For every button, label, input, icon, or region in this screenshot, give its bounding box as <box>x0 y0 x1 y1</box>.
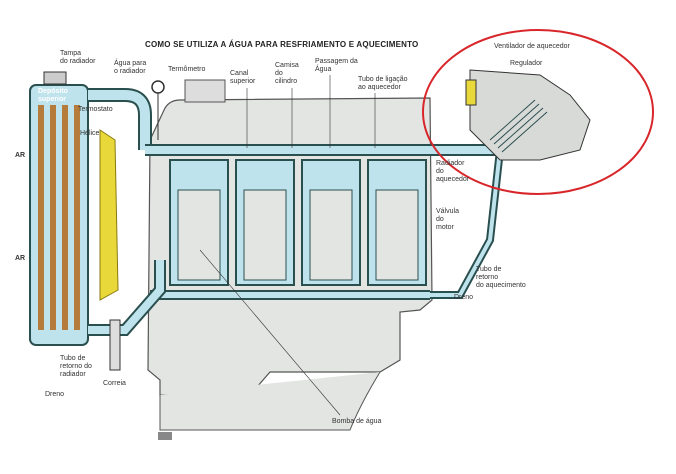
label-radiador-aquecedor: Radiador do aquecedor <box>436 160 470 183</box>
fan <box>99 129 119 301</box>
label-bomba: Bomba de água <box>332 418 382 425</box>
label-dreno-2: Dreno <box>45 391 65 398</box>
label-passagem: Passagem da Água <box>315 58 358 73</box>
radiator <box>29 84 89 346</box>
belt-pulley <box>109 319 121 371</box>
label-ar-1: AR <box>15 152 26 159</box>
label-helice: Hélice <box>80 130 100 137</box>
label-termostato: Termostato <box>78 106 113 113</box>
label-dreno-1: Dreno <box>454 294 474 301</box>
highlight-circle <box>422 29 654 195</box>
label-ventilador: Ventilador de aquecedor <box>494 43 570 50</box>
heater-fan <box>465 79 477 106</box>
heater-unit <box>469 69 591 161</box>
thermometer <box>151 80 165 94</box>
label-tubo-retorno-aquecimento: Tubo de retorno do aquecimento <box>476 266 526 289</box>
oil-pan-plug <box>158 432 172 440</box>
oil-filler-cap <box>184 79 226 103</box>
heater-core <box>489 99 548 153</box>
label-valvula: Válvula do motor <box>436 208 459 231</box>
label-termometro: Termômetro <box>168 66 206 73</box>
label-regulador: Regulador <box>510 60 543 67</box>
label-ar-2: AR <box>15 255 26 262</box>
label-camisa: Camisa do cilindro <box>275 62 299 85</box>
label-canal: Canal superior <box>230 70 256 85</box>
diagram-title: COMO SE UTILIZA A ÁGUA PARA RESFRIAMENTO… <box>145 40 419 49</box>
label-agua-radiador: Água para o radiador <box>114 60 147 75</box>
label-tubo-ligacao: Tubo de ligação ao aquecedor <box>358 76 408 91</box>
label-tampa: Tampa do radiador <box>60 50 96 65</box>
label-correia: Correia <box>103 380 126 387</box>
radiator-cap <box>43 71 67 85</box>
label-tubo-retorno-radiador: Tubo de retorno do radiador <box>60 355 92 378</box>
label-deposito: Depósito superior <box>38 88 68 103</box>
